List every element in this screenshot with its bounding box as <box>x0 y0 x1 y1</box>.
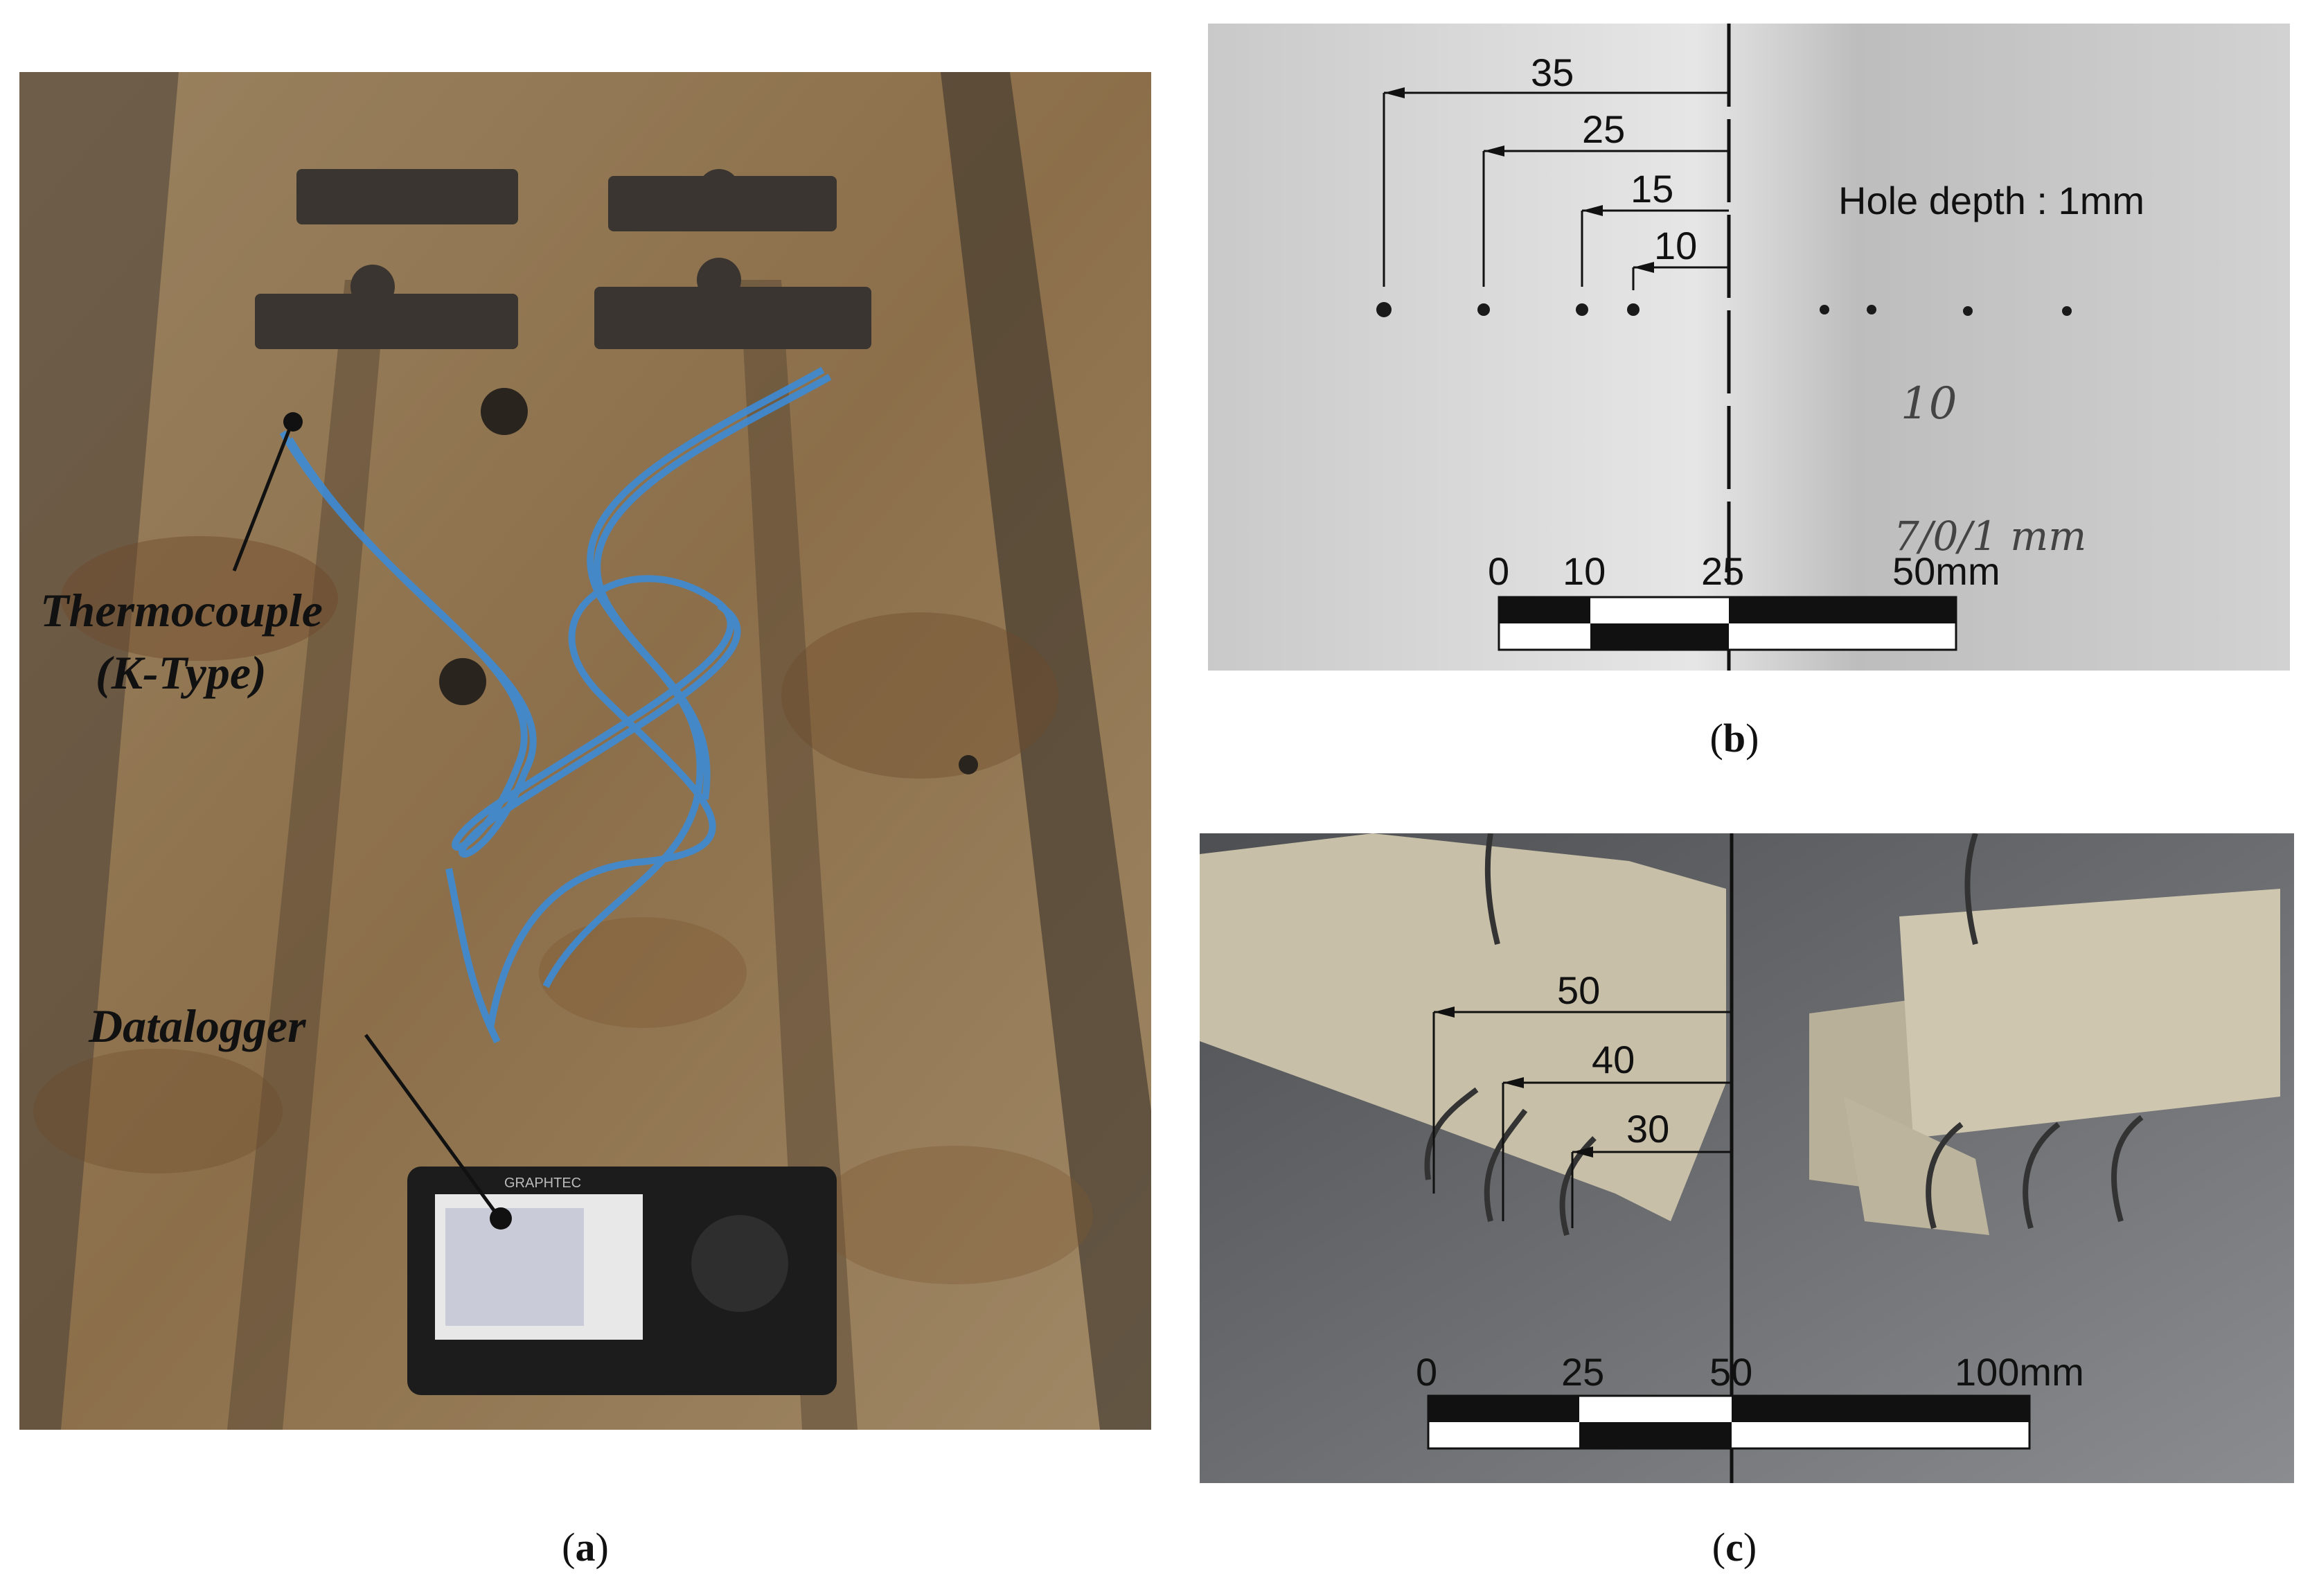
photo-panel-c: 50 40 30 0 25 50 100mm <box>1200 833 2294 1483</box>
hole-positions-photo: 35 25 15 10 Hole depth : 1mm 10 7/0/1 mm… <box>1208 24 2290 671</box>
photo-panel-b: 35 25 15 10 Hole depth : 1mm 10 7/0/1 mm… <box>1208 24 2290 671</box>
thermocouple-label-line1: Thermocouple <box>40 584 323 637</box>
caption-a: (a) <box>562 1525 609 1570</box>
dim-50: 50 <box>1557 968 1600 1012</box>
photo-panel-a: GRAPHTEC Thermocouple (K-Type) Datalogge… <box>19 72 1151 1430</box>
caption-c: (c) <box>1712 1525 1757 1570</box>
scale-c-tick-100: 100mm <box>1955 1350 2084 1394</box>
scale-bar-c <box>1427 1394 2031 1450</box>
scale-bar-b <box>1498 596 1957 651</box>
scale-b-tick-25: 25 <box>1701 549 1744 593</box>
thermocouple-leader <box>232 425 293 571</box>
datalogger-label: Datalogger <box>88 1000 306 1052</box>
dim-35: 35 <box>1531 51 1574 94</box>
scale-c-tick-50: 50 <box>1709 1350 1752 1394</box>
thermocouple-attachment-photo: 50 40 30 0 25 50 100mm <box>1200 833 2294 1483</box>
scale-c-tick-0: 0 <box>1416 1350 1437 1394</box>
dim-25: 25 <box>1582 107 1625 151</box>
thermocouple-setup-photo: GRAPHTEC Thermocouple (K-Type) Datalogge… <box>19 72 1151 1430</box>
scale-c-tick-25: 25 <box>1561 1350 1604 1394</box>
dim-40: 40 <box>1592 1038 1635 1081</box>
scale-b-tick-0: 0 <box>1488 549 1509 593</box>
datalogger-leader <box>364 1034 499 1216</box>
dim-30: 30 <box>1626 1107 1669 1151</box>
handwritten-note-1: 10 <box>1901 378 1957 429</box>
scale-b-tick-50: 50mm <box>1892 549 2000 593</box>
caption-b: (b) <box>1709 716 1759 761</box>
thermocouple-label-line2: (K-Type) <box>96 646 267 699</box>
dim-15: 15 <box>1631 167 1673 211</box>
dim-10: 10 <box>1654 224 1697 267</box>
handwritten-note-2: 7/0/1 mm <box>1894 513 2086 560</box>
scale-b-tick-10: 10 <box>1563 549 1606 593</box>
device-brand: GRAPHTEC <box>504 1176 581 1191</box>
hole-depth-note: Hole depth : 1mm <box>1838 179 2144 222</box>
